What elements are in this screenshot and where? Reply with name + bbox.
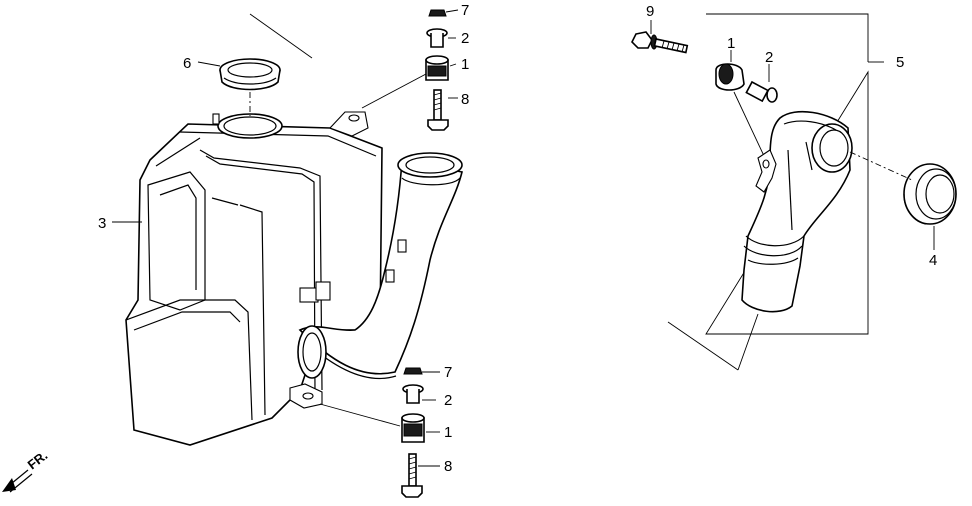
callout-top-collar: 2: [461, 30, 469, 47]
right-grommet[interactable]: [715, 63, 745, 91]
callout-bottom-bolt: 8: [444, 458, 452, 475]
callout-tank: 3: [98, 215, 106, 232]
callout-top-nut: 7: [461, 2, 469, 19]
callout-rubber-ring: 6: [183, 55, 191, 72]
callout-bottom-collar: 2: [444, 392, 452, 409]
callout-right-grommet: 1: [727, 35, 735, 52]
callout-bottom-grommet: 1: [444, 424, 452, 441]
rubber-ring-top[interactable]: [219, 58, 281, 91]
air-duct-assembly[interactable]: [741, 110, 853, 313]
right-bolt[interactable]: [631, 31, 689, 54]
callout-top-bolt: 8: [461, 91, 469, 108]
callout-right-assembly: 5: [896, 54, 904, 71]
callout-bottom-nut: 7: [444, 364, 452, 381]
intake-duct-left[interactable]: [297, 152, 463, 380]
right-seal-ring[interactable]: [903, 163, 957, 225]
front-direction-label: FR.: [25, 448, 51, 473]
resonator-tank[interactable]: [125, 111, 383, 446]
front-direction-arrow: [2, 469, 33, 493]
top-fastener-stack[interactable]: [425, 9, 449, 131]
bottom-fastener-stack[interactable]: [401, 367, 425, 498]
right-collar[interactable]: [745, 80, 778, 103]
callout-right-collar: 2: [765, 49, 773, 66]
callout-right-seal: 4: [929, 252, 937, 269]
callout-top-grommet: 1: [461, 56, 469, 73]
callout-right-bolt: 9: [646, 3, 654, 20]
